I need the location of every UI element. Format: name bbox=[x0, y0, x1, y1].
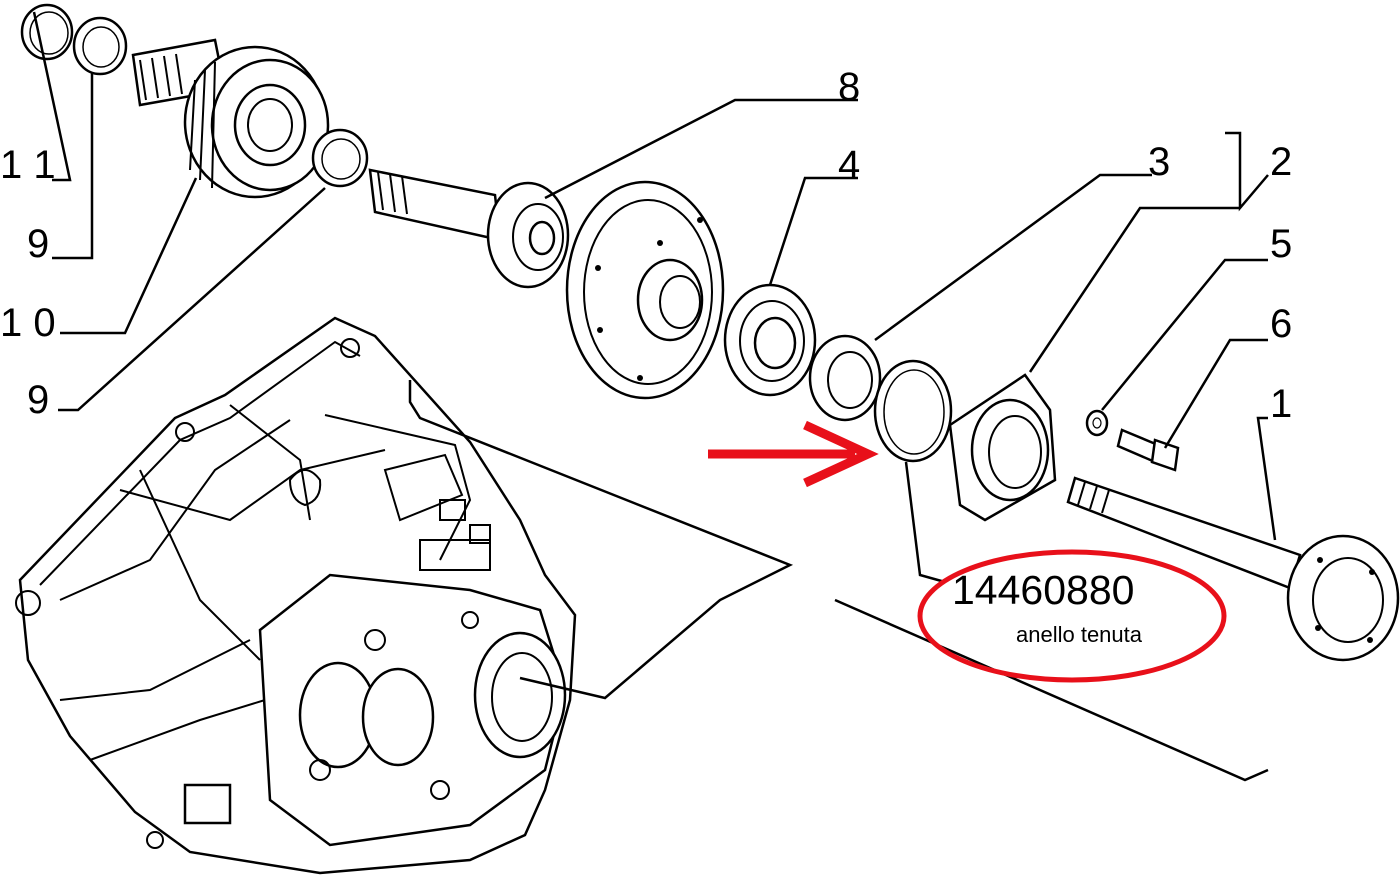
housing-leader-line bbox=[408, 380, 794, 700]
cover-plate bbox=[565, 180, 725, 400]
bearing-housing-2 bbox=[948, 373, 1057, 522]
thrust-washer-9-middle bbox=[311, 128, 369, 188]
bearing-race-3 bbox=[808, 334, 882, 422]
label-part-2: 2 bbox=[1270, 140, 1292, 184]
label-part-9-upper: 9 bbox=[27, 222, 49, 266]
label-part-3: 3 bbox=[1148, 140, 1170, 184]
part-leader-lines bbox=[32, 11, 1277, 584]
label-part-6: 6 bbox=[1270, 302, 1292, 346]
label-part-9-lower: 9 bbox=[27, 378, 49, 422]
right-arrow-icon bbox=[708, 420, 879, 488]
thrust-washer-9-top bbox=[72, 16, 128, 76]
ellipse-highlight bbox=[917, 549, 1227, 683]
shaft-leader-line bbox=[834, 598, 1269, 782]
part-number-text: 14460880 bbox=[952, 567, 1134, 613]
output-shaft-1 bbox=[1066, 476, 1400, 662]
gear-shaft-8 bbox=[368, 168, 570, 289]
snap-ring-11 bbox=[20, 3, 74, 61]
gearbox-housing bbox=[15, 316, 577, 875]
seal-ring-anello-tenuta bbox=[873, 359, 953, 463]
planetary-gear-assembly bbox=[131, 38, 330, 199]
bolt-6 bbox=[1116, 428, 1180, 472]
label-part-1: 1 bbox=[1270, 382, 1292, 426]
label-part-4: 4 bbox=[838, 143, 860, 187]
roller-bearing-4 bbox=[723, 283, 817, 397]
label-part-8: 8 bbox=[838, 65, 860, 109]
part-description-text: anello tenuta bbox=[1016, 622, 1143, 647]
label-part-11: 1 1 bbox=[0, 143, 56, 187]
washer-5 bbox=[1085, 409, 1109, 437]
label-part-5: 5 bbox=[1270, 222, 1292, 266]
label-part-10: 1 0 bbox=[0, 301, 56, 345]
